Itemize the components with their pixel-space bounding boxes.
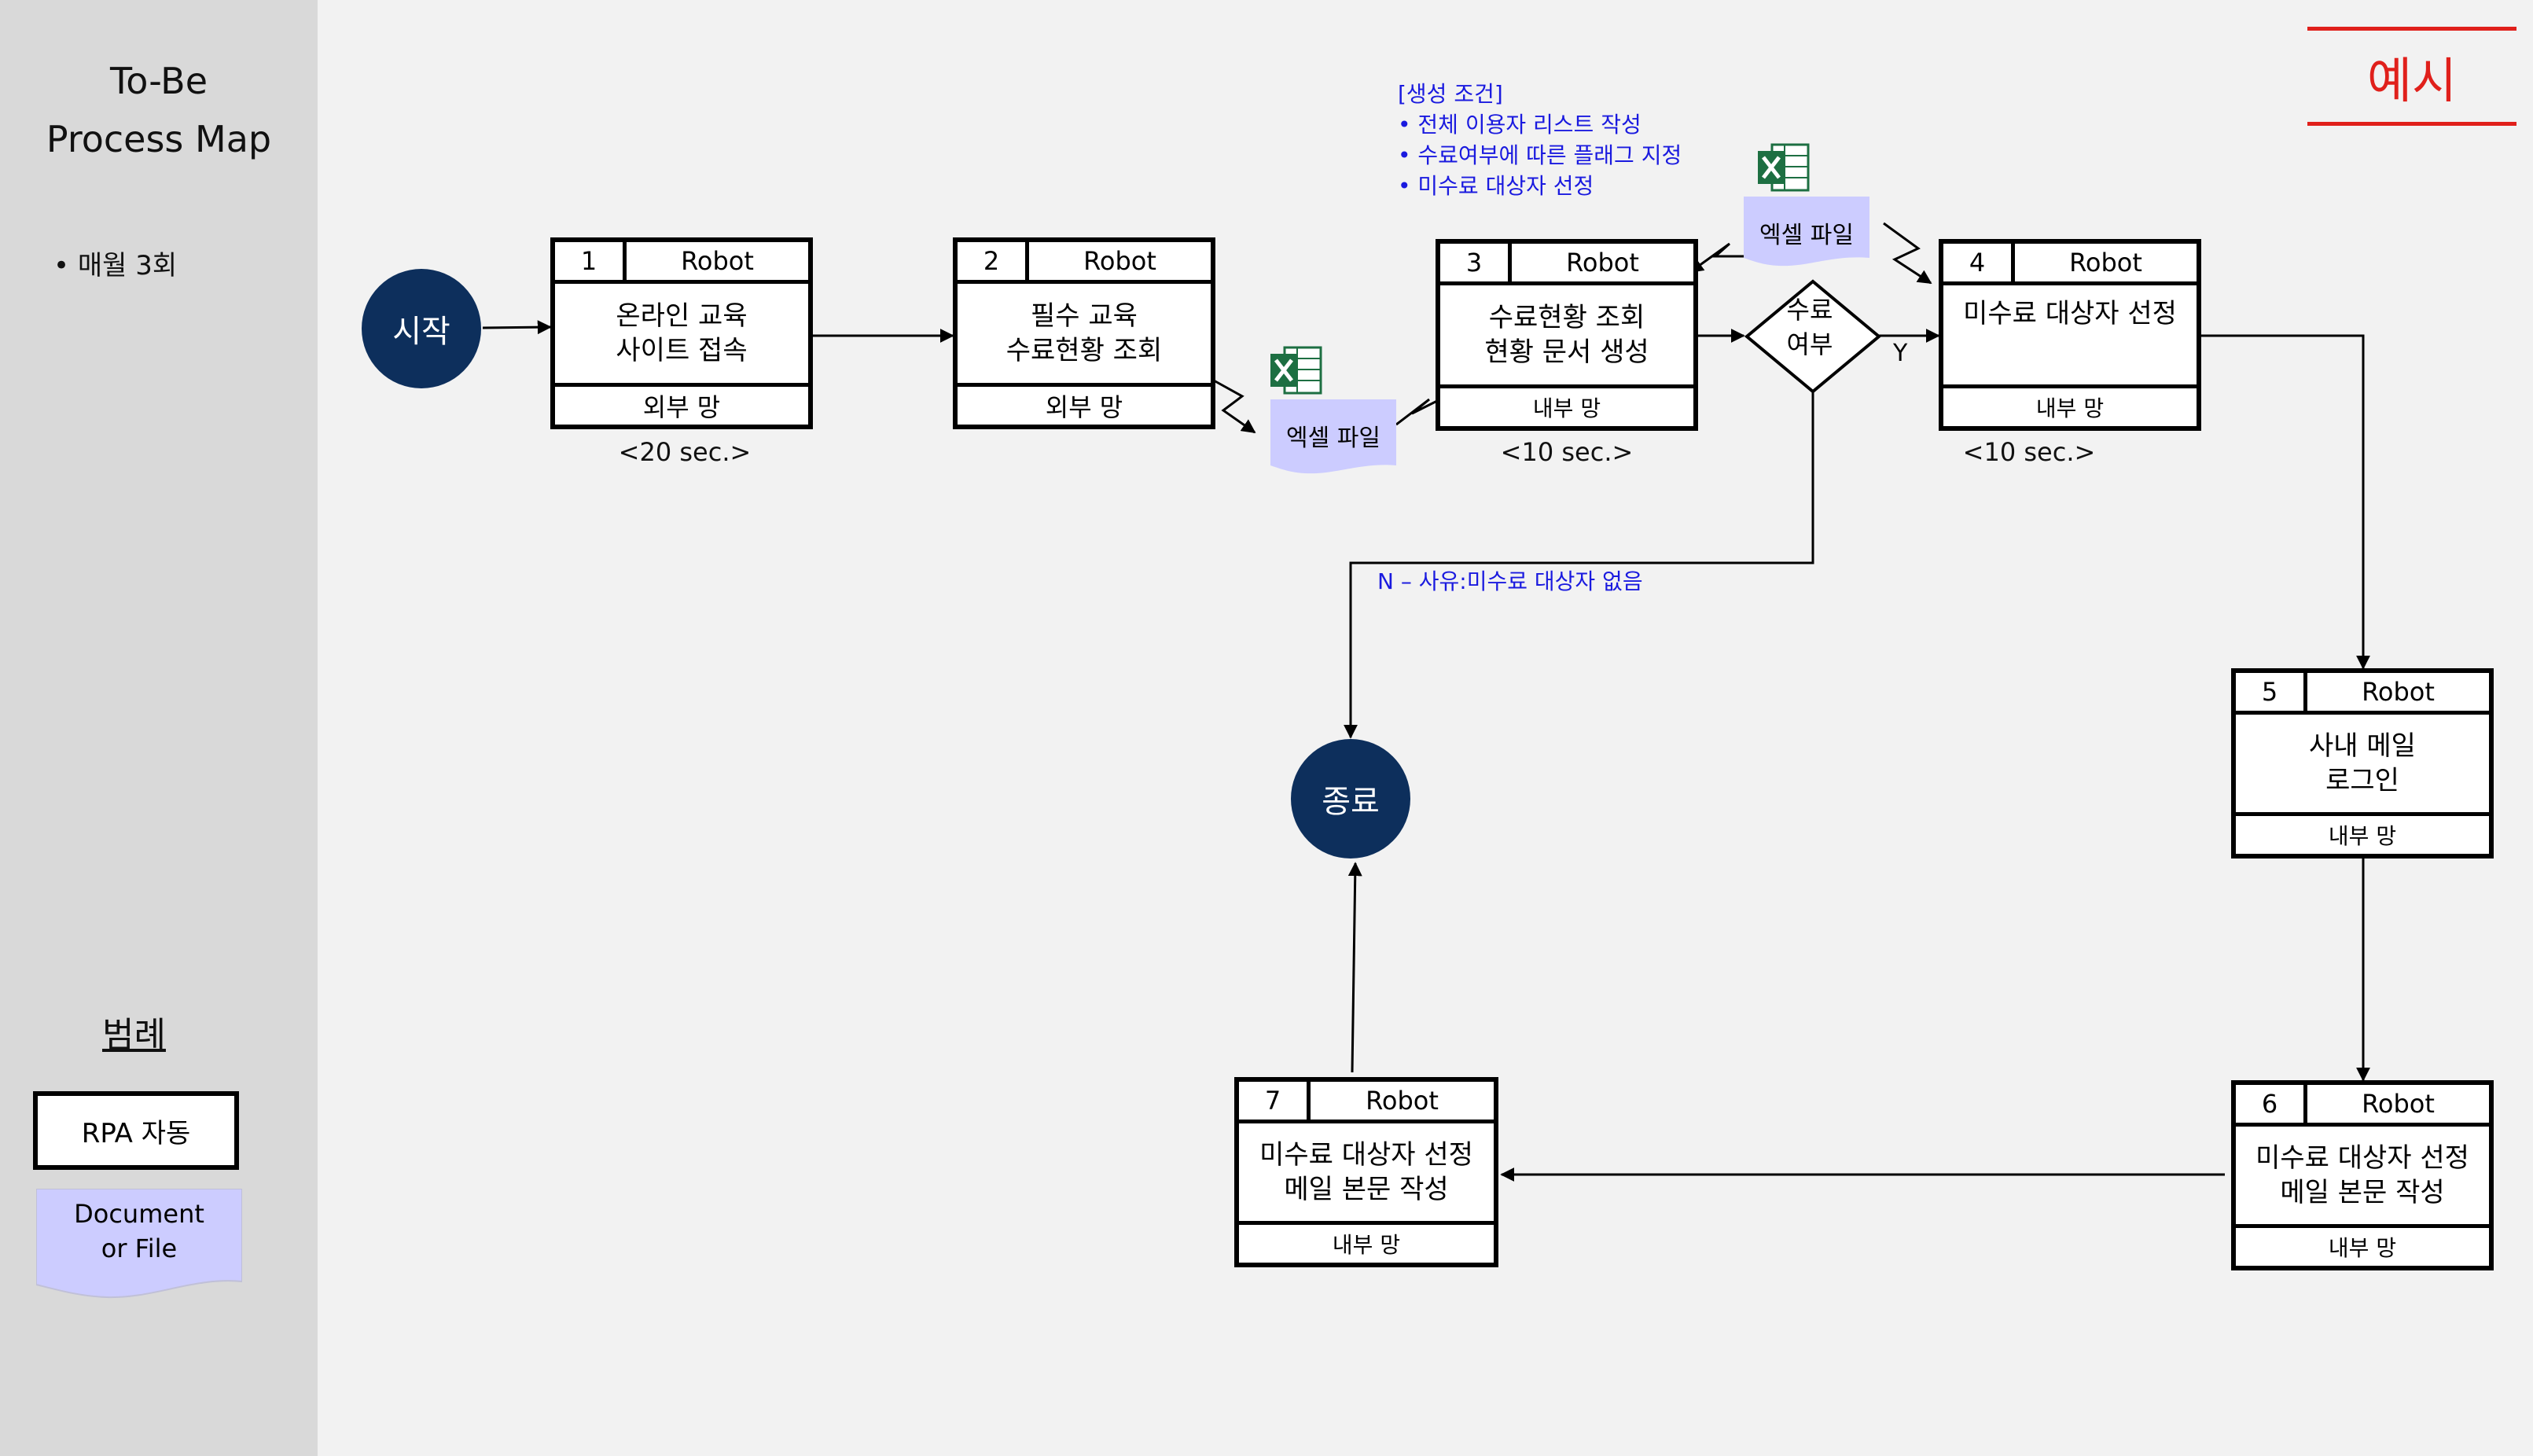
step-box-6: 6 Robot 미수료 대상자 선정 메일 본문 작성 내부 망 <box>2231 1080 2494 1270</box>
step-text: 미수료 대상자 선정 메일 본문 작성 <box>2255 1142 2469 1208</box>
step-box-3: 3 Robot 수료현황 조회 현황 문서 생성 내부 망 <box>1436 239 1698 431</box>
conditions-item: • 수료여부에 따른 플래그 지정 <box>1398 142 1682 168</box>
legend-document-shape <box>35 1188 243 1299</box>
step-box-1: 1 Robot 온라인 교육 사이트 접속 외부 망 <box>550 237 813 429</box>
arrow-7-to-end <box>1347 862 1362 1073</box>
arrow-4-to-5 <box>2201 334 2370 670</box>
step-network: 내부 망 <box>1943 384 2197 426</box>
decision-yes-label: Y <box>1893 340 1908 367</box>
step-number: 2 <box>958 242 1029 280</box>
step-box-2: 2 Robot 필수 교육 수료현황 조회 외부 망 <box>953 237 1215 429</box>
document-label-1: 엑셀 파일 <box>1286 425 1380 452</box>
step-text: 필수 교육 수료현황 조회 <box>1005 300 1163 366</box>
step-network: 외부 망 <box>555 383 808 425</box>
step-network: 내부 망 <box>2236 1224 2489 1266</box>
step-number: 3 <box>1440 244 1512 281</box>
legend-rpa-box: RPA 자동 <box>33 1091 239 1170</box>
arrow-decision-no <box>1344 392 1814 739</box>
frequency-note: • 매월 3회 <box>53 250 178 281</box>
arrow-doc2-to-3 <box>1689 242 1744 274</box>
step-role: Robot <box>1366 1086 1439 1116</box>
step-number: 7 <box>1239 1082 1311 1120</box>
decision-label: 수료 여부 <box>1786 295 1833 359</box>
excel-icon <box>1270 346 1322 395</box>
process-map-title-line2: Process Map <box>46 118 272 160</box>
decision-no-label: N – 사유:미수료 대상자 없음 <box>1377 568 1643 594</box>
arrow-doc2-to-4 <box>1883 222 1932 285</box>
legend-document-label: Document or File <box>74 1199 204 1263</box>
step-time-3: <10 sec.> <box>1500 437 1634 467</box>
step-text: 사내 메일 로그인 <box>2309 730 2416 796</box>
step-box-5: 5 Robot 사내 메일 로그인 내부 망 <box>2231 668 2494 859</box>
legend-title: 범례 <box>102 1015 166 1055</box>
conditions-item: • 미수료 대상자 선정 <box>1398 173 1594 199</box>
step-role: Robot <box>2362 1089 2435 1119</box>
end-node: 종료 <box>1291 739 1410 859</box>
step-network: 내부 망 <box>2236 812 2489 854</box>
excel-icon <box>1758 143 1810 192</box>
document-label-2: 엑셀 파일 <box>1759 222 1854 249</box>
conditions-note: [생성 조건] • 전체 이용자 리스트 작성 • 수료여부에 따른 플래그 지… <box>1398 79 1682 201</box>
step-network: 외부 망 <box>958 383 1211 425</box>
step-role: Robot <box>681 246 754 276</box>
conditions-item: • 전체 이용자 리스트 작성 <box>1398 112 1641 138</box>
step-role: Robot <box>1083 246 1156 276</box>
start-node: 시작 <box>362 269 481 388</box>
step-number: 1 <box>555 242 627 280</box>
step-role: Robot <box>2362 677 2435 707</box>
step-box-7: 7 Robot 미수료 대상자 선정 메일 본문 작성 내부 망 <box>1234 1077 1498 1267</box>
step-number: 5 <box>2236 673 2307 711</box>
step-text: 온라인 교육 사이트 접속 <box>616 300 748 366</box>
example-label: 예시 <box>2307 27 2516 126</box>
document-shape-1 <box>1270 399 1396 474</box>
decision-diamond <box>1744 279 1882 394</box>
step-role: Robot <box>2069 248 2142 278</box>
step-role: Robot <box>1566 248 1639 278</box>
arrow-2-to-doc1 <box>1213 379 1256 434</box>
conditions-title: [생성 조건] <box>1398 81 1503 107</box>
arrow-start-to-1 <box>482 320 552 335</box>
step-text: 미수료 대상자 선정 메일 본문 작성 <box>1259 1139 1473 1205</box>
sidebar: To-Be Process Map • 매월 3회 범례 RPA 자동 Docu… <box>0 0 318 1456</box>
step-number: 6 <box>2236 1085 2307 1123</box>
legend-document: Document or File <box>35 1188 243 1299</box>
step-text: 수료현황 조회 현황 문서 생성 <box>1484 302 1649 368</box>
document-shape-2 <box>1744 197 1869 267</box>
step-number: 4 <box>1943 244 2015 281</box>
process-map-title-line1: To-Be <box>109 60 208 102</box>
step-box-4: 4 Robot 미수료 대상자 선정 내부 망 <box>1939 239 2201 431</box>
step-network: 내부 망 <box>1239 1221 1494 1263</box>
step-time-4: <10 sec.> <box>1962 437 2096 467</box>
step-text: 미수료 대상자 선정 <box>1963 298 2177 329</box>
step-network: 내부 망 <box>1440 384 1693 426</box>
step-time-1: <20 sec.> <box>618 437 752 467</box>
